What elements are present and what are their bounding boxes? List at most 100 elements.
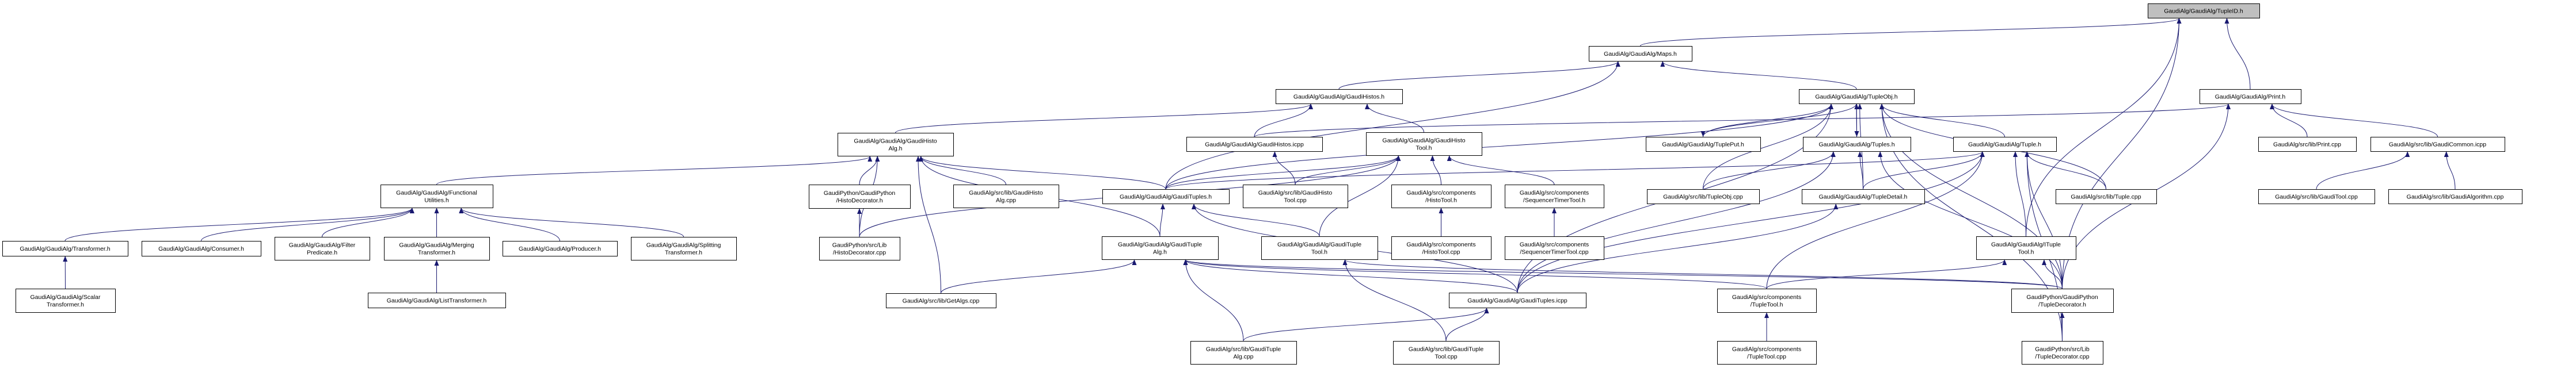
edge-histotool-h-to-gaudihistotool-h — [1430, 155, 1441, 185]
node-label: Alg.h — [889, 145, 903, 152]
node-label: GaudiAlg/src/components — [1406, 190, 1475, 197]
edge-gauditool-cpp-to-gaudicommon — [2316, 151, 2410, 190]
graph-node-tupleobj[interactable]: GaudiAlg/GaudiAlg/TupleObj.h — [1799, 89, 1915, 104]
node-box — [1717, 341, 1817, 365]
edge-tupletool-h-to-gaudituplealg-h — [1183, 259, 1767, 289]
graph-node-tupledetail[interactable]: GaudiAlg/GaudiAlg/TupleDetail.h — [1802, 189, 1925, 204]
node-label: Tool.h — [1311, 249, 1327, 256]
graph-node-transformer[interactable]: GaudiAlg/GaudiAlg/Transformer.h — [2, 241, 128, 256]
graph-node-gauditool-cpp[interactable]: GaudiAlg/src/lib/GaudiTool.cpp — [2258, 189, 2375, 204]
graph-node-seqtimer-h[interactable]: GaudiAlg/src/components/SequencerTimerTo… — [1505, 185, 1604, 208]
node-label: GaudiAlg/GaudiAlg/Splitting — [646, 242, 721, 249]
edge-producer-to-functional — [459, 208, 560, 241]
edge-gaudihistotool-h-to-gaudihistos-h — [1365, 103, 1424, 133]
node-box — [1186, 137, 1323, 152]
edge-gaudituples-h-to-tuple-h — [1165, 151, 1985, 190]
graph-node-tupledecorator-cpp[interactable]: GaudiPython/src/Lib/TupleDecorator.cpp — [2022, 341, 2103, 365]
node-label: GaudiAlg/src/lib/GaudiTuple — [1206, 346, 1281, 353]
node-label: GaudiAlg/GaudiAlg/GaudiTuples.h — [1120, 194, 1212, 201]
graph-node-seqtimer-cpp[interactable]: GaudiAlg/src/components/SequencerTimerTo… — [1505, 236, 1604, 260]
graph-node-histodecorator-h[interactable]: GaudiPython/GaudiPython/HistoDecorator.h — [809, 185, 911, 209]
graph-node-histodecorator-cpp[interactable]: GaudiPython/src/Lib/HistoDecorator.cpp — [819, 237, 900, 260]
graph-node-tupleobj-cpp[interactable]: GaudiAlg/src/lib/TupleObj.cpp — [1647, 189, 1760, 204]
edge-gaudituplealg-cpp-to-gaudituples-icpp — [1243, 308, 1489, 342]
node-label: GaudiPython/src/Lib — [2035, 346, 2090, 353]
node-box — [1647, 189, 1760, 204]
graph-node-gaudicommon[interactable]: GaudiAlg/src/lib/GaudiCommon.icpp — [2370, 137, 2505, 152]
graph-node-tupletool-h[interactable]: GaudiAlg/src/components/TupleTool.h — [1717, 289, 1817, 313]
graph-node-tupleid[interactable]: GaudiAlg/GaudiAlg/TupleID.h — [2148, 3, 2260, 18]
graph-node-gaudihistos-icpp[interactable]: GaudiAlg/GaudiAlg/GaudiHistos.icpp — [1186, 137, 1323, 152]
graph-node-tupletool-cpp[interactable]: GaudiAlg/src/components/TupleTool.cpp — [1717, 341, 1817, 365]
graph-node-listtransformer[interactable]: GaudiAlg/GaudiAlg/ListTransformer.h — [368, 293, 506, 308]
graph-node-gaudituples-icpp[interactable]: GaudiAlg/GaudiAlg/GaudiTuples.icpp — [1449, 293, 1586, 308]
edge-gaudituples-h-to-tupleobj — [1165, 103, 1833, 190]
node-label: GaudiPython/GaudiPython — [2026, 294, 2098, 301]
graph-node-consumer[interactable]: GaudiAlg/GaudiAlg/Consumer.h — [142, 241, 261, 256]
graph-node-histotool-h[interactable]: GaudiAlg/src/components/HistoTool.h — [1391, 185, 1491, 208]
graph-node-print-cpp[interactable]: GaudiAlg/src/lib/Print.cpp — [2258, 137, 2357, 152]
graph-node-tuples-h[interactable]: GaudiAlg/GaudiAlg/Tuples.h — [1803, 137, 1911, 152]
graph-node-tuple-h[interactable]: GaudiAlg/GaudiAlg/Tuple.h — [1953, 137, 2057, 152]
node-label: GaudiAlg/src/components — [1520, 190, 1589, 197]
node-label: GaudiAlg/GaudiAlg/Tuples.h — [1818, 141, 1894, 148]
edge-tuple-cpp-to-tuple-h — [2025, 151, 2106, 190]
graph-node-gaudituples-h[interactable]: GaudiAlg/GaudiAlg/GaudiTuples.h — [1102, 189, 1230, 204]
node-box — [1976, 236, 2076, 260]
graph-node-gaudialgorithm-cpp[interactable]: GaudiAlg/src/lib/GaudiAlgorithm.cpp — [2388, 189, 2522, 204]
edge-gaudihistos-icpp-to-gaudihistos-h — [1254, 103, 1313, 137]
node-box — [838, 133, 954, 156]
graph-node-tupleput[interactable]: GaudiAlg/GaudiAlg/TuplePut.h — [1646, 137, 1761, 152]
node-box — [2370, 137, 2505, 152]
node-label: /HistoTool.cpp — [1422, 249, 1460, 256]
node-label: /HistoTool.h — [1425, 197, 1457, 204]
node-label: /HistoDecorator.h — [836, 197, 882, 204]
edge-gaudihistotool-cpp-to-gaudihistos-icpp — [1272, 151, 1296, 185]
node-label: /SequencerTimerTool.cpp — [1520, 249, 1588, 256]
graph-node-getalgs[interactable]: GaudiAlg/src/lib/GetAlgs.cpp — [886, 293, 996, 308]
edge-gaudituples-icpp-to-tupledetail — [1517, 204, 1839, 293]
edge-gaudicommon-to-print — [2270, 103, 2438, 137]
node-label: GaudiAlg/src/components — [1732, 346, 1801, 353]
node-label: GaudiAlg/GaudiAlg/TupleID.h — [2164, 8, 2243, 15]
node-label: GaudiAlg/src/lib/Print.cpp — [2273, 141, 2341, 148]
graph-node-print[interactable]: GaudiAlg/GaudiAlg/Print.h — [2200, 89, 2301, 104]
node-box — [1953, 137, 2057, 152]
node-label: GaudiAlg/src/components — [1406, 241, 1475, 248]
node-label: GaudiAlg/src/lib/GaudiCommon.icpp — [2389, 141, 2486, 148]
node-label: GaudiAlg/GaudiAlg/Consumer.h — [158, 246, 244, 252]
node-box — [275, 237, 370, 260]
graph-node-histotool-cpp[interactable]: GaudiAlg/src/components/HistoTool.cpp — [1391, 236, 1491, 260]
node-box — [809, 185, 911, 209]
node-label: /SequencerTimerTool.h — [1523, 197, 1585, 204]
graph-node-gaudihistos-h[interactable]: GaudiAlg/GaudiAlg/GaudiHistos.h — [1276, 89, 1403, 104]
graph-node-producer[interactable]: GaudiAlg/GaudiAlg/Producer.h — [503, 241, 618, 256]
edge-tupleobj-to-tuples-h — [1854, 103, 1859, 137]
edge-gaudituples-h-to-maps — [1165, 61, 1620, 190]
node-box — [1366, 132, 1482, 156]
edge-gaudituppletool-cpp-to-gaudituples-icpp — [1445, 308, 1489, 342]
graph-node-tuple-cpp[interactable]: GaudiAlg/src/lib/Tuple.cpp — [2056, 189, 2157, 204]
node-box — [2258, 137, 2357, 152]
node-box — [1391, 185, 1491, 208]
node-box — [1102, 236, 1219, 260]
graph-node-tupledecorator-h[interactable]: GaudiPython/GaudiPython/TupleDecorator.h — [2011, 289, 2114, 313]
node-label: Tool.h — [1416, 145, 1432, 152]
graph-node-maps[interactable]: GaudiAlg/GaudiAlg/Maps.h — [1589, 46, 1692, 62]
edge-maps-to-tupleid — [1640, 18, 2182, 47]
